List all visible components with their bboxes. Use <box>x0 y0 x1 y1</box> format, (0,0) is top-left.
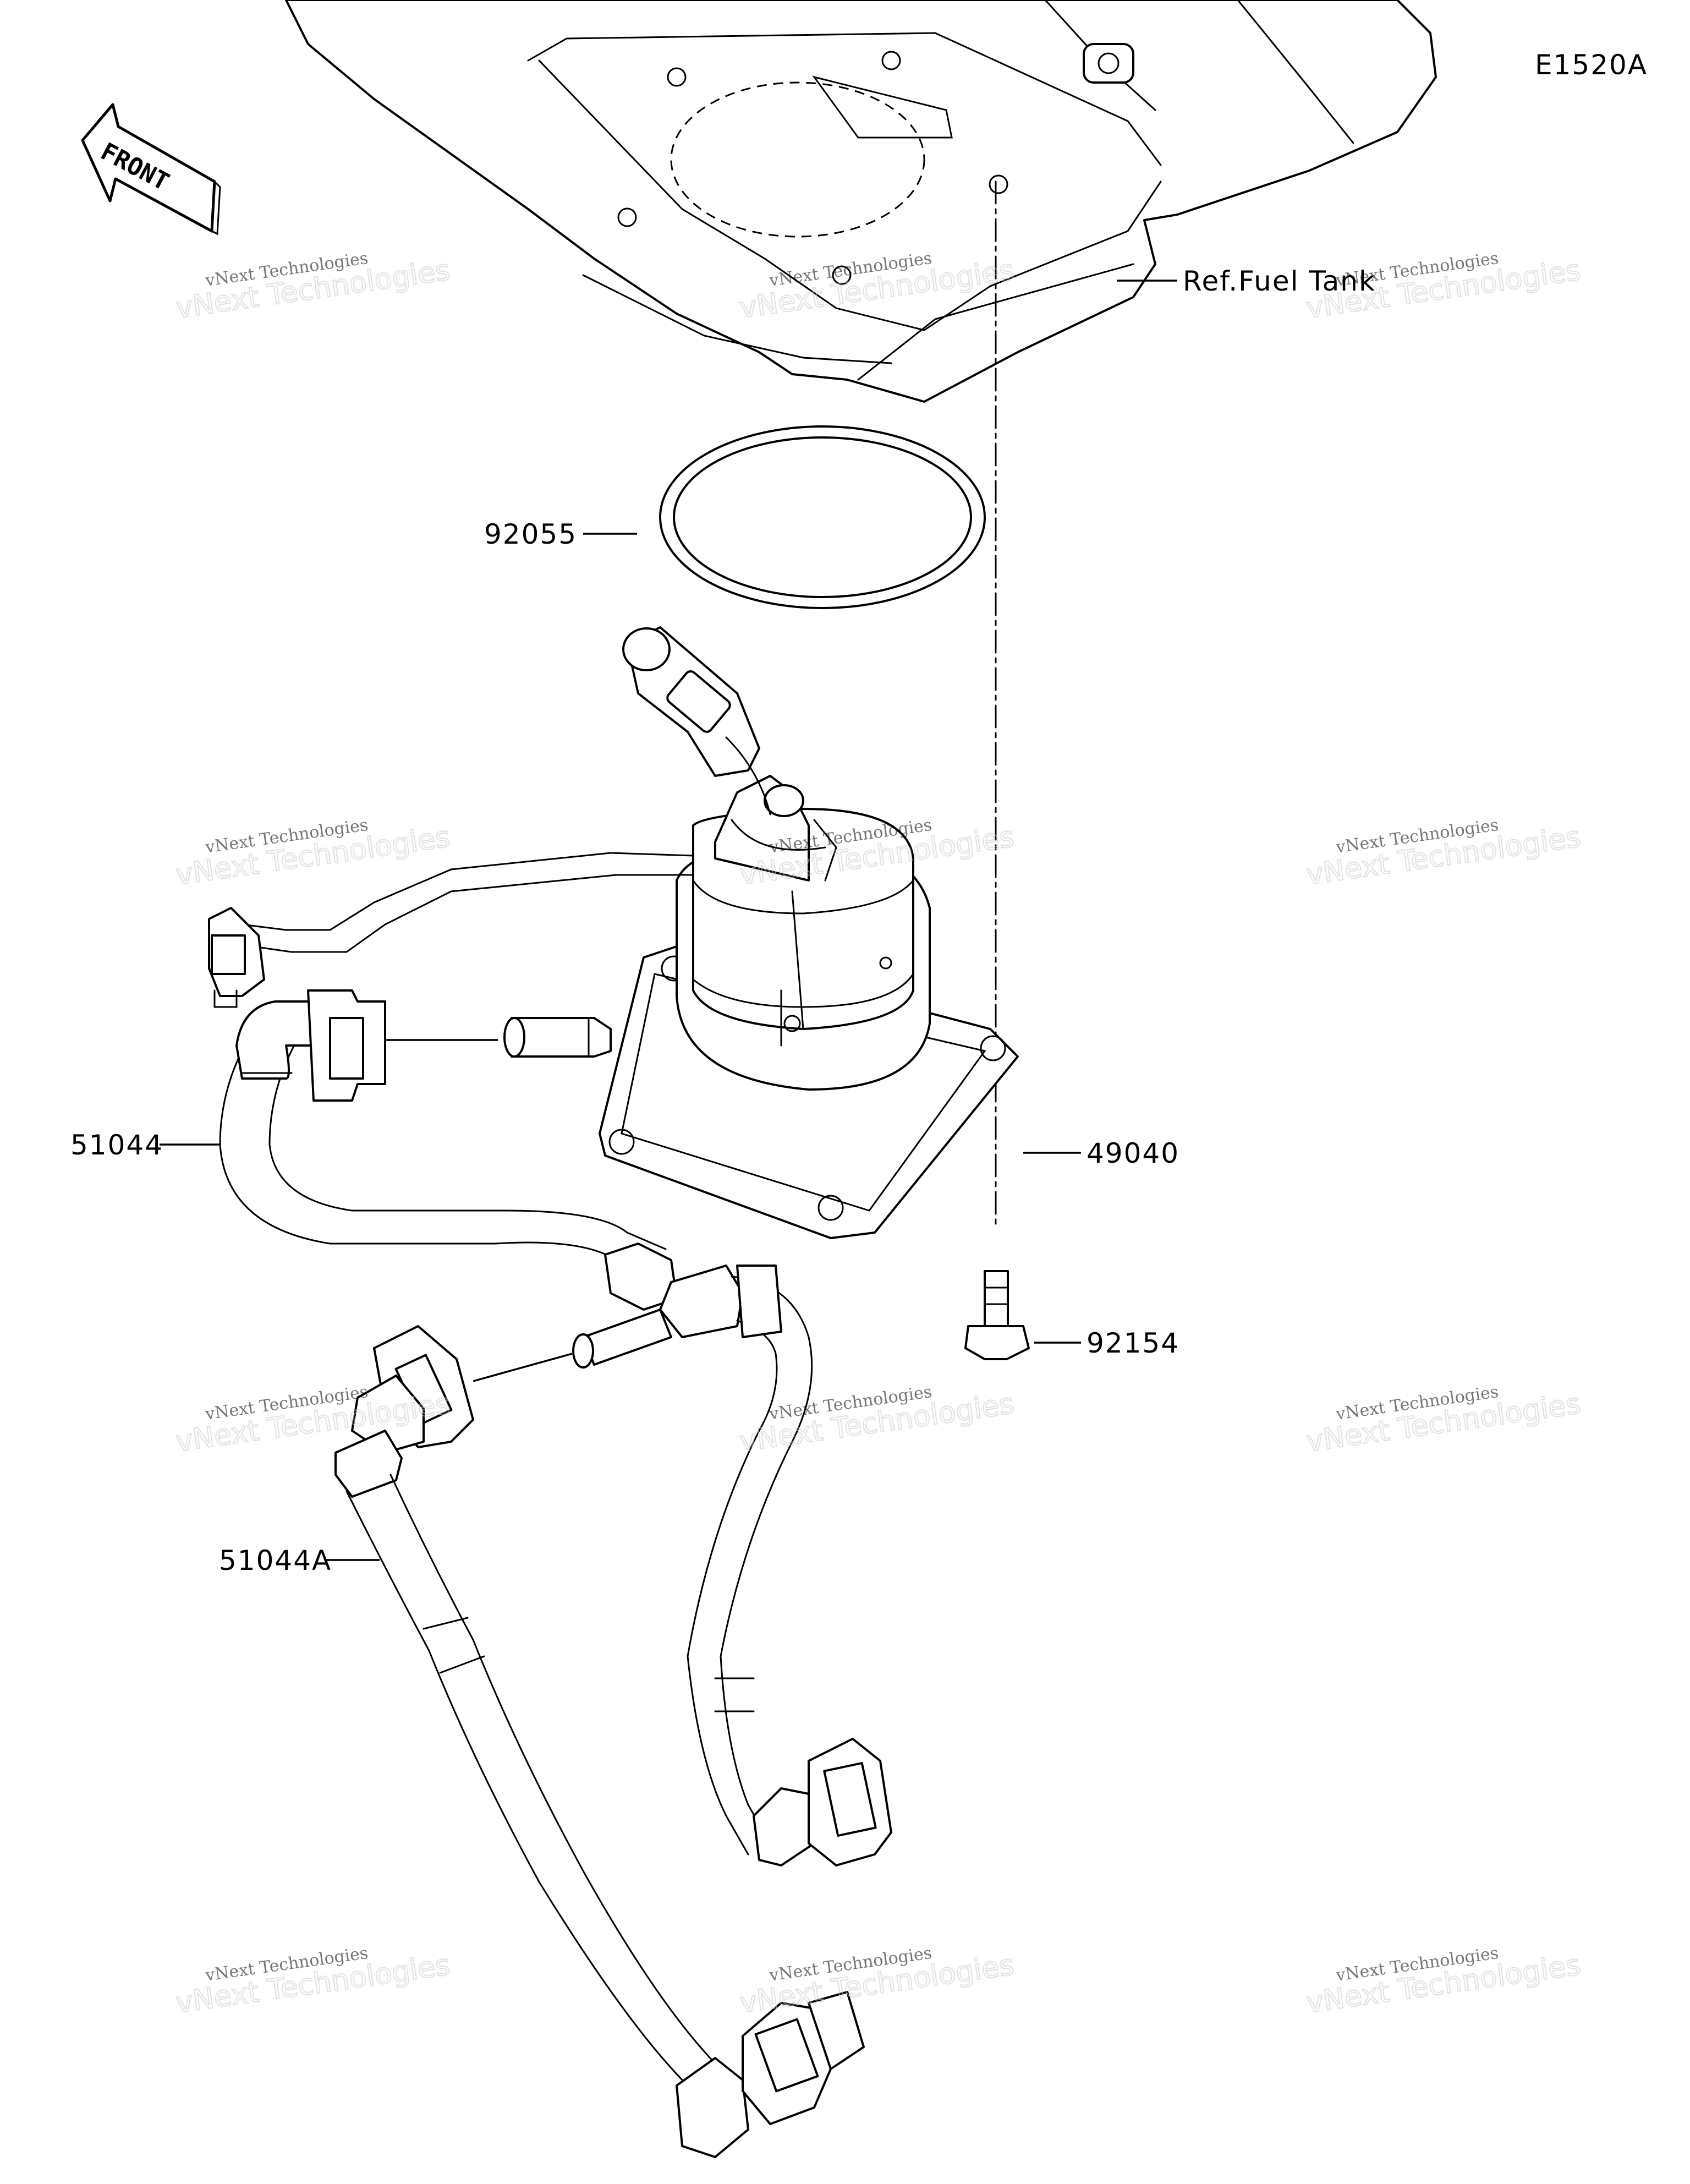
fuel-pump-assembly <box>208 626 1081 1239</box>
part-label-92154: 92154 <box>1087 1327 1179 1359</box>
front-arrow-icon: FRONT <box>81 103 221 236</box>
fuel-tank-reference <box>285 0 1437 403</box>
flange-bolt <box>964 1270 1081 1360</box>
ref-fuel-tank-label: Ref.Fuel Tank <box>1183 265 1376 297</box>
fuel-hose-51044A <box>325 1325 865 2158</box>
o-ring-gasket <box>583 425 986 609</box>
part-label-51044: 51044 <box>70 1129 163 1161</box>
part-label-49040: 49040 <box>1087 1137 1179 1169</box>
fuel-hose-51044 <box>160 989 892 1866</box>
part-label-92055: 92055 <box>484 518 577 550</box>
diagram-code: E1520A <box>1535 49 1648 81</box>
part-label-51044A: 51044A <box>219 1545 332 1577</box>
